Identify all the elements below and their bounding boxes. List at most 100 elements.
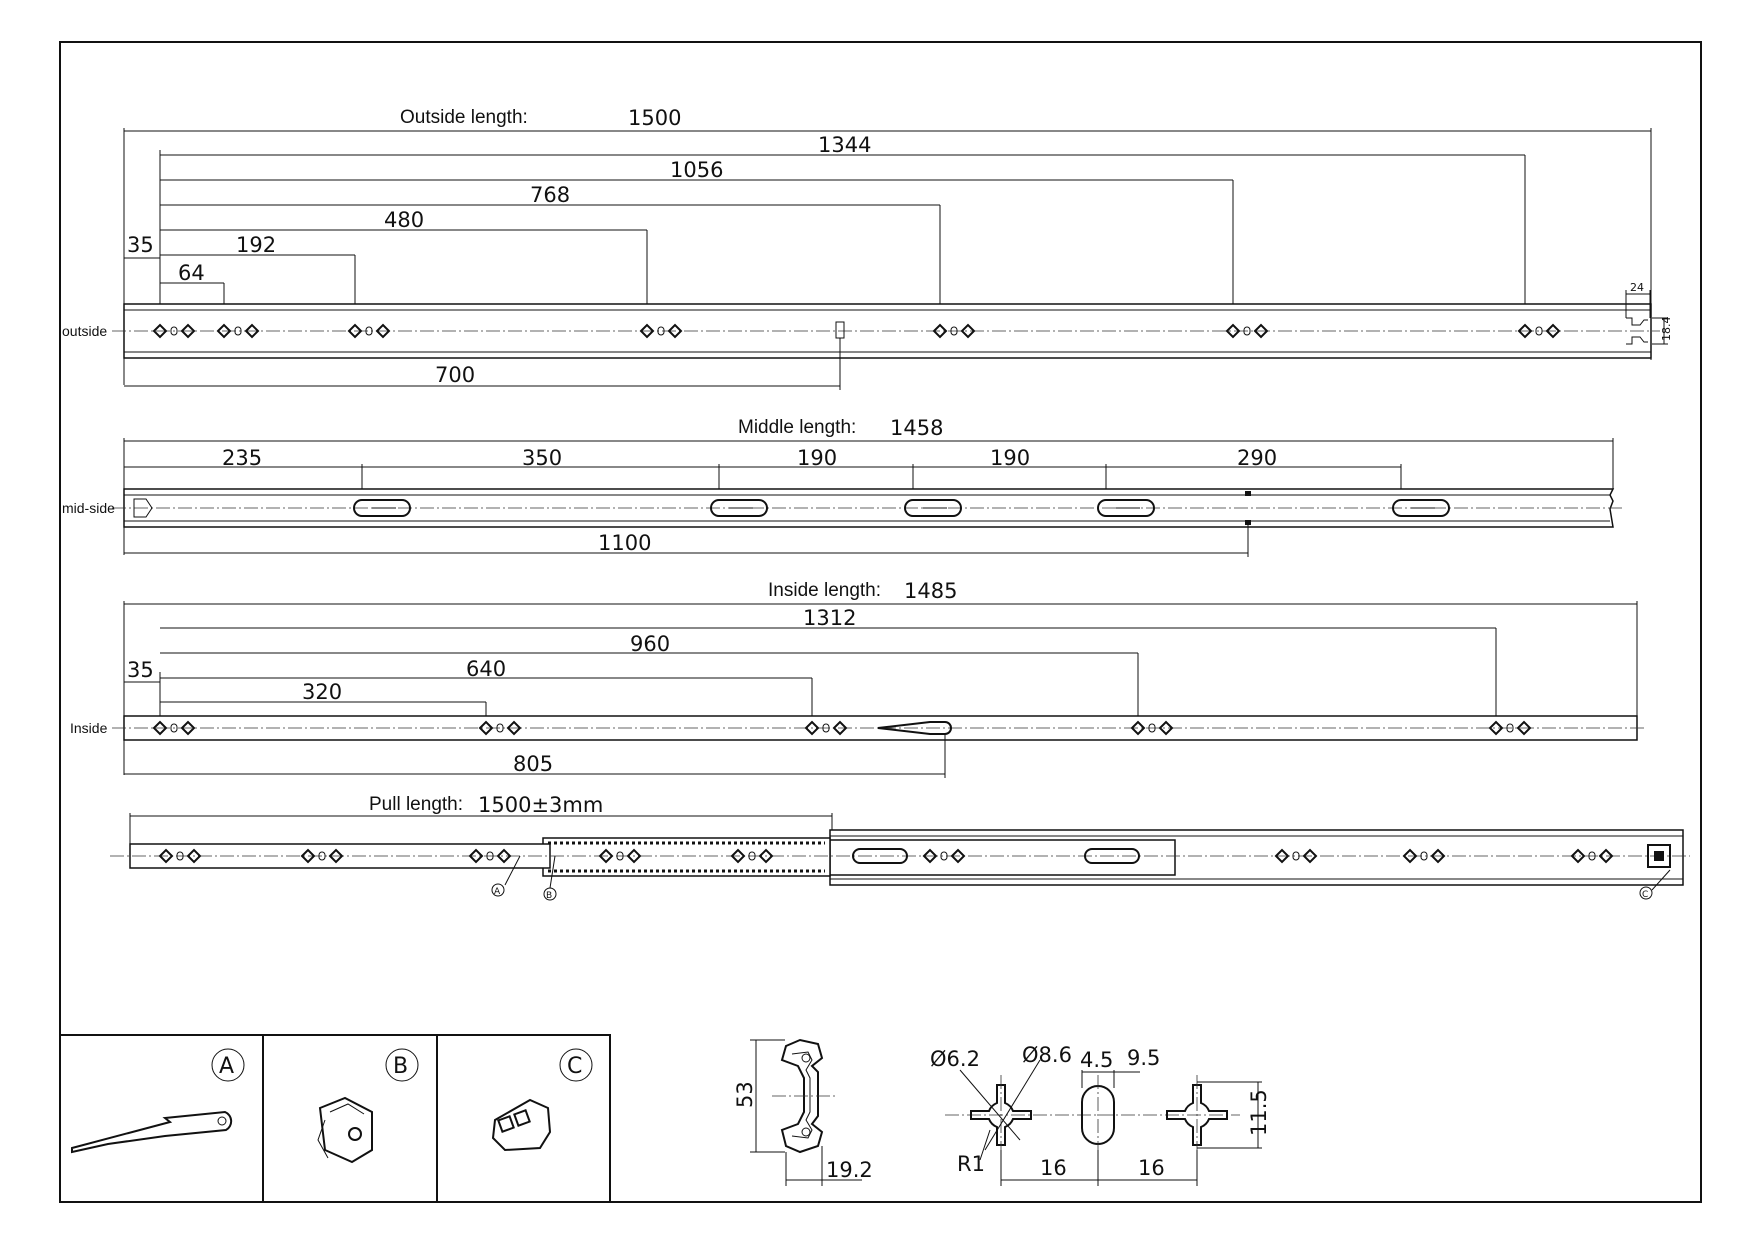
outside-hole-group	[152, 323, 196, 339]
middle-keyhole-slot	[1392, 499, 1450, 517]
pull-middle-rail	[829, 839, 1176, 876]
radius-label: R1	[957, 1152, 985, 1176]
middle-keyhole-slot	[353, 499, 411, 517]
middle-keyhole-slot	[1097, 499, 1155, 517]
inside-dim-320: 320	[302, 680, 342, 704]
inside-title-text: Inside length:	[768, 580, 881, 601]
callout-a-letter: A	[494, 887, 501, 897]
callout-a-marker	[491, 883, 505, 897]
detail-a-lever-drawing	[71, 1110, 233, 1154]
profile-height-dim: 53	[733, 1081, 757, 1108]
callout-b-marker	[543, 887, 557, 901]
callout-b-letter: B	[546, 891, 552, 901]
outside-hole-groups	[152, 323, 1561, 339]
inside-dim-35: 35	[127, 658, 154, 682]
inside-hole-group	[804, 720, 848, 736]
pull-title-value: 1500±3mm	[478, 793, 603, 817]
pitch-2-label: 16	[1138, 1156, 1165, 1180]
hole-d2-label: Ø8.6	[1022, 1043, 1072, 1067]
inside-hole-group	[152, 720, 196, 736]
middle-title-text: Middle length:	[738, 417, 856, 438]
inside-row-label: Inside	[70, 720, 108, 736]
outside-dim-192: 192	[236, 233, 276, 257]
pull-hole-group	[1274, 848, 1318, 864]
middle-rail-view: Middle length: 1458 235 350 190 190 290 …	[62, 416, 1625, 557]
middle-end-tab	[133, 498, 153, 518]
inside-hole-group	[478, 720, 522, 736]
slot-height-label: 9.5	[1127, 1046, 1160, 1070]
outside-dim-480: 480	[384, 208, 424, 232]
outside-dim-768: 768	[530, 183, 570, 207]
middle-bottom-dim: 1100	[598, 531, 651, 555]
middle-spacing-190a: 190	[797, 446, 837, 470]
outside-bottom-dim: 700	[435, 363, 475, 387]
hole-d2-leader	[984, 1059, 1041, 1151]
inside-rail-view: Inside length: 1485 1312 960 640 320 35 …	[70, 579, 1645, 778]
inside-title-value: 1485	[904, 579, 957, 603]
pull-slot	[852, 848, 908, 864]
pull-hole-group	[300, 848, 344, 864]
outside-end-dim-height: 18.4	[1660, 317, 1673, 342]
pull-hole-group	[598, 848, 642, 864]
pull-assembly-view: Pull length: 1500±3mm	[110, 793, 1690, 901]
outside-dim-64: 64	[178, 261, 205, 285]
outside-hole-group	[347, 323, 391, 339]
inside-hole-group	[1130, 720, 1174, 736]
inside-hole-group	[1488, 720, 1532, 736]
outside-dim-1056: 1056	[670, 158, 723, 182]
profile-width-dim: 19.2	[826, 1158, 873, 1182]
inside-dim-1312: 1312	[803, 606, 856, 630]
detail-a-lever-pivot	[217, 1116, 227, 1126]
middle-keyhole-slot	[710, 499, 768, 517]
detail-a-letter: A	[219, 1054, 234, 1079]
middle-row-label: mid-side	[62, 500, 115, 516]
rail-profile-section: 53 19.2	[733, 1038, 873, 1186]
middle-stop-top	[1245, 491, 1251, 496]
middle-title-value: 1458	[890, 416, 943, 440]
pull-hole-group	[1402, 848, 1446, 864]
mounting-hole-details: Ø6.2 Ø8.6 R1 4.5 9.5 11.5 16 16	[930, 1043, 1271, 1186]
detail-b-bracket-drawing	[317, 1096, 373, 1164]
outside-row-label: outside	[62, 323, 107, 339]
detail-c-letter: C	[567, 1054, 582, 1079]
pull-hole-group	[1570, 848, 1614, 864]
inside-hole-groups	[152, 720, 1532, 736]
callout-c-marker	[1639, 886, 1653, 900]
hole-height-label: 11.5	[1247, 1089, 1271, 1136]
middle-keyhole-slots	[353, 499, 1450, 517]
outside-dim-35: 35	[127, 233, 154, 257]
outside-end-detail: 24 18.4	[1625, 281, 1673, 345]
pitch-1-label: 16	[1040, 1156, 1067, 1180]
cross-hole-1	[970, 1075, 1032, 1155]
middle-keyhole-slot	[904, 499, 962, 517]
profile-ball-bottom	[801, 1127, 811, 1137]
hole-d1-label: Ø6.2	[930, 1047, 980, 1071]
outside-hole-group	[639, 323, 683, 339]
detail-c-clip-drawing	[491, 1098, 552, 1152]
callout-b-leader	[549, 855, 556, 889]
callout-c-leader	[1651, 869, 1671, 891]
hole-d1-leader	[959, 1069, 1021, 1141]
pull-title-text: Pull length:	[369, 794, 463, 815]
inside-dim-960: 960	[630, 632, 670, 656]
slot-width-label: 4.5	[1080, 1048, 1113, 1072]
middle-stop-bottom	[1245, 520, 1251, 525]
pull-hole-group	[468, 848, 512, 864]
outside-hole-group	[932, 323, 976, 339]
inside-bottom-dim: 805	[513, 752, 553, 776]
pull-hole-group	[158, 848, 202, 864]
radius-leader	[979, 1129, 991, 1161]
callout-a-leader	[504, 855, 521, 886]
detail-table-frame	[59, 1034, 611, 1203]
profile-outline	[780, 1038, 824, 1154]
pull-slot	[1084, 848, 1140, 864]
outside-hole-group	[1517, 323, 1561, 339]
middle-spacing-350: 350	[522, 446, 562, 470]
detail-a-badge	[211, 1048, 245, 1082]
inside-dim-640: 640	[466, 657, 506, 681]
cross-hole-2	[1166, 1075, 1228, 1155]
middle-spacing-235: 235	[222, 446, 262, 470]
drawing-frame	[59, 41, 1702, 1203]
pull-end-clip	[1647, 844, 1671, 868]
